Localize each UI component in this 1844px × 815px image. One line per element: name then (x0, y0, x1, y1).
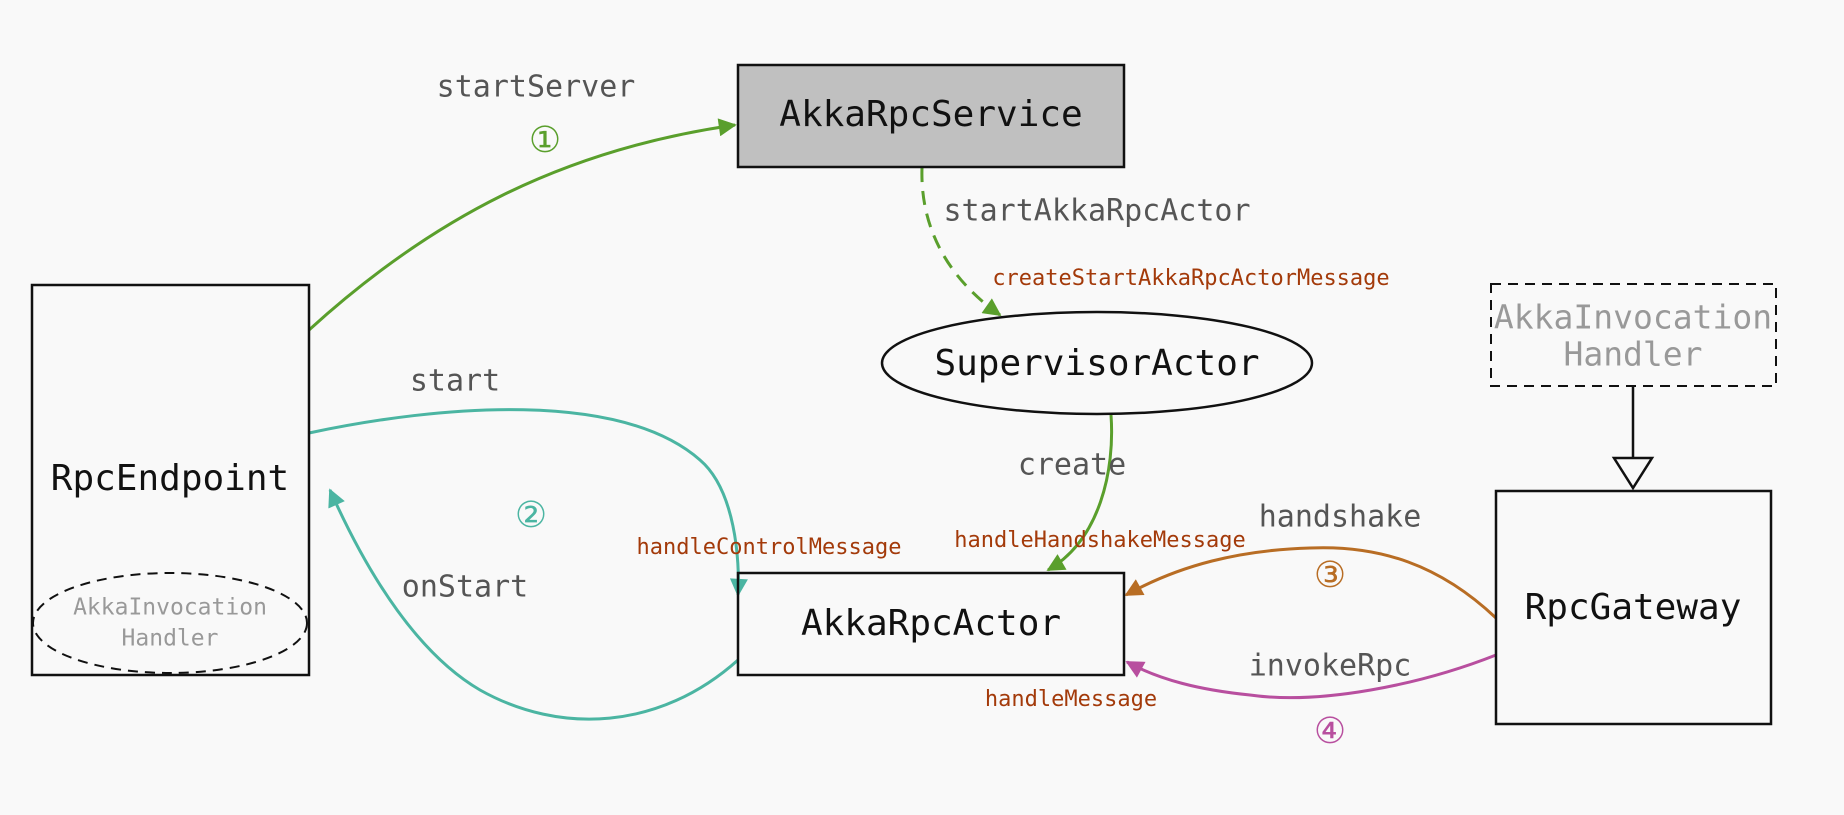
step-4-number: ④ (1314, 711, 1346, 752)
step-2-number: ② (515, 495, 547, 536)
start-akka-rpc-actor-edge (920, 167, 1002, 317)
invoke-rpc-label: invokeRpc (1249, 649, 1412, 684)
invocation-handler-node: AkkaInvocation Handler (1490, 283, 1777, 387)
handshake-edge (1124, 546, 1498, 620)
start-label: start (410, 364, 500, 399)
handshake-label: handshake (1259, 500, 1422, 535)
handle-message-label: handleMessage (985, 687, 1157, 712)
handle-handshake-message-label: handleHandshakeMessage (954, 528, 1245, 553)
akka-rpc-service-node: AkkaRpcService (736, 63, 1126, 169)
akka-rpc-actor-label: AkkaRpcActor (801, 603, 1061, 644)
akka-rpc-actor-node: AkkaRpcActor (736, 571, 1126, 677)
on-start-edge (328, 488, 740, 721)
rpc-endpoint-label: RpcEndpoint (51, 458, 289, 499)
create-label: create (1018, 448, 1126, 483)
start-server-label: startServer (437, 70, 636, 105)
akka-rpc-service-label: AkkaRpcService (779, 94, 1082, 135)
create-start-akka-rpc-actor-message-label: createStartAkkaRpcActorMessage (992, 266, 1389, 291)
create-edge (1046, 414, 1114, 572)
start-edge (308, 408, 748, 597)
rpc-endpoint-handler-ellipse (32, 572, 308, 674)
invoke-rpc-edge (1125, 653, 1497, 700)
invocation-handler-label-1: AkkaInvocation (1494, 298, 1772, 337)
handle-control-message-label: handleControlMessage (637, 535, 902, 560)
on-start-label: onStart (402, 570, 528, 605)
supervisor-actor-node: SupervisorActor (880, 310, 1314, 416)
rpc-gateway-label: RpcGateway (1525, 587, 1742, 628)
start-server-edge (307, 118, 737, 332)
step-1-number: ① (529, 120, 561, 161)
supervisor-actor-label: SupervisorActor (934, 343, 1259, 384)
start-akka-rpc-actor-label: startAkkaRpcActor (943, 194, 1250, 229)
inheritance-triangle (1611, 456, 1655, 491)
rpc-endpoint-handler-label-2: Handler (122, 626, 219, 652)
step-3-number: ③ (1314, 555, 1346, 596)
rpc-endpoint-node: RpcEndpoint AkkaInvocation Handler (30, 283, 311, 677)
invocation-handler-label-2: Handler (1563, 335, 1702, 374)
rpc-gateway-node: RpcGateway (1494, 489, 1773, 726)
rpc-endpoint-handler-label-1: AkkaInvocation (73, 595, 267, 621)
